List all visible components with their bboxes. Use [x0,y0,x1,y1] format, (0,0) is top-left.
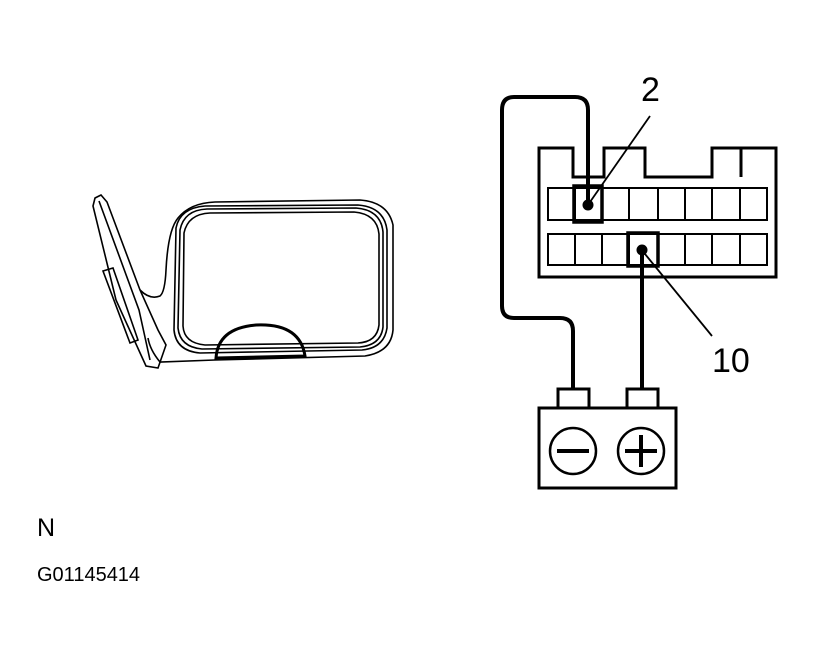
mirror-heater-dome [214,323,307,360]
mirror-housing [139,199,394,363]
connector [537,146,778,279]
view-code: N [37,514,56,542]
mirror-frame-outer [173,204,388,354]
battery-case [537,406,678,490]
battery-negative-post [556,387,591,410]
negative-lead-wire [500,95,590,389]
plus-icon [616,426,666,476]
battery-positive-post [625,387,660,410]
callout-pin-10: 10 [712,342,750,380]
callout-pin-2: 2 [641,71,660,109]
mirror-glass [182,211,380,346]
side-mirror [92,194,394,369]
mirror-arm-inner [98,200,151,361]
leader-line-10 [644,253,713,337]
terminal-row-upper [547,187,768,221]
battery [537,387,678,490]
connector-body [537,146,778,279]
minus-icon [548,426,598,476]
mirror-frame-inner [177,207,384,350]
mirror-base-plate [101,267,140,345]
figure-id: G01145414 [37,564,141,586]
leader-line-2 [589,115,651,203]
